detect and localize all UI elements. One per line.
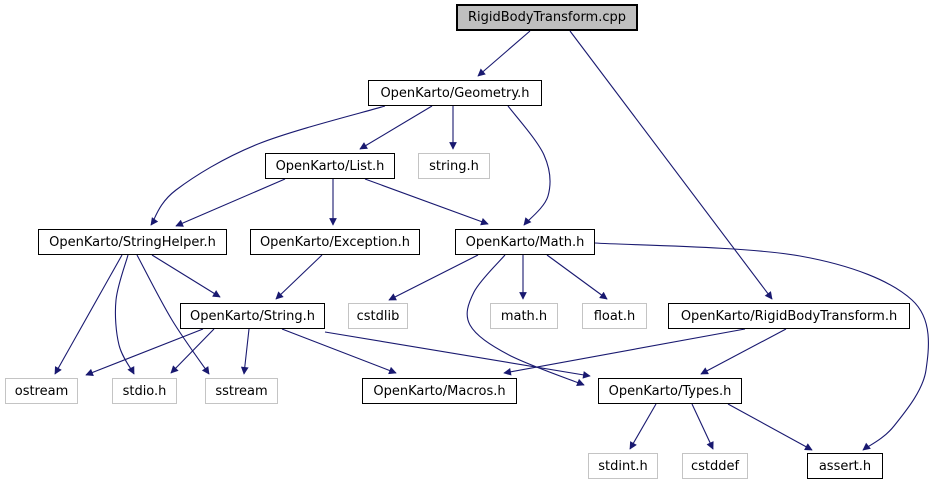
edge-openkarto-stringhelper-h-to-stdio-h [114,254,135,375]
graph-node-rigidbodytransform-cpp: RigidBodyTransform.cpp [456,4,638,31]
edge-openkarto-geometry-h-to-openkarto-math-h [507,105,551,226]
graph-node-openkarto-string-h[interactable]: OpenKarto/String.h [180,303,325,329]
graph-node-stdint-h: stdint.h [588,453,658,479]
edge-openkarto-string-h-to-sstream [240,328,250,375]
edge-openkarto-stringhelper-h-to-openkarto-string-h [151,254,221,298]
edge-openkarto-types-h-to-assert-h [727,403,813,451]
edge-openkarto-string-h-to-ostream [85,328,204,377]
edge-openkarto-geometry-h-to-openkarto-stringhelper-h [150,105,386,226]
graph-node-sstream: sstream [205,378,278,404]
graph-node-openkarto-macros-h[interactable]: OpenKarto/Macros.h [362,378,517,404]
edge-openkarto-rigidbodytransform-h-to-openkarto-types-h [700,328,787,375]
edge-openkarto-string-h-to-stdio-h [170,328,215,374]
graph-node-openkarto-list-h[interactable]: OpenKarto/List.h [265,153,395,179]
graph-node-cstddef: cstddef [682,453,748,479]
edge-openkarto-math-h-to-cstdlib [388,254,479,301]
graph-node-math-h: math.h [490,303,558,329]
graph-node-cstdlib: cstdlib [348,303,408,329]
graph-node-openkarto-exception-h[interactable]: OpenKarto/Exception.h [250,229,420,255]
graph-node-openkarto-stringhelper-h[interactable]: OpenKarto/StringHelper.h [38,229,227,255]
graph-node-openkarto-rigidbodytransform-h[interactable]: OpenKarto/RigidBodyTransform.h [668,303,910,329]
edge-openkarto-types-h-to-cstddef [691,403,714,450]
edge-rigidbodytransform-cpp-to-openkarto-geometry-h [477,30,531,77]
edge-openkarto-exception-h-to-openkarto-string-h [275,254,323,300]
edge-openkarto-geometry-h-to-openkarto-list-h [359,105,433,150]
edge-openkarto-rigidbodytransform-h-to-openkarto-macros-h [503,328,746,376]
graph-node-float-h: float.h [582,303,647,329]
edge-openkarto-types-h-to-stdint-h [629,403,657,450]
graph-node-string-h: string.h [418,153,490,179]
edge-openkarto-list-h-to-openkarto-math-h [364,178,489,226]
edge-openkarto-list-h-to-openkarto-stringhelper-h [175,178,286,227]
graph-node-openkarto-geometry-h[interactable]: OpenKarto/Geometry.h [368,80,542,106]
edge-openkarto-stringhelper-h-to-sstream [136,254,210,375]
graph-node-openkarto-types-h[interactable]: OpenKarto/Types.h [598,378,742,404]
graph-node-assert-h[interactable]: assert.h [807,453,883,479]
edge-openkarto-math-h-to-assert-h [594,242,929,451]
graph-node-ostream: ostream [5,378,78,404]
edge-openkarto-string-h-to-openkarto-types-h [324,331,591,379]
graph-node-stdio-h: stdio.h [112,378,177,404]
edge-openkarto-math-h-to-float-h [546,254,608,300]
edge-openkarto-stringhelper-h-to-ostream [54,254,123,375]
graph-node-openkarto-math-h[interactable]: OpenKarto/Math.h [455,229,595,255]
edge-openkarto-string-h-to-openkarto-macros-h [281,328,397,375]
edge-rigidbodytransform-cpp-to-openkarto-rigidbodytransform-h [569,30,773,300]
